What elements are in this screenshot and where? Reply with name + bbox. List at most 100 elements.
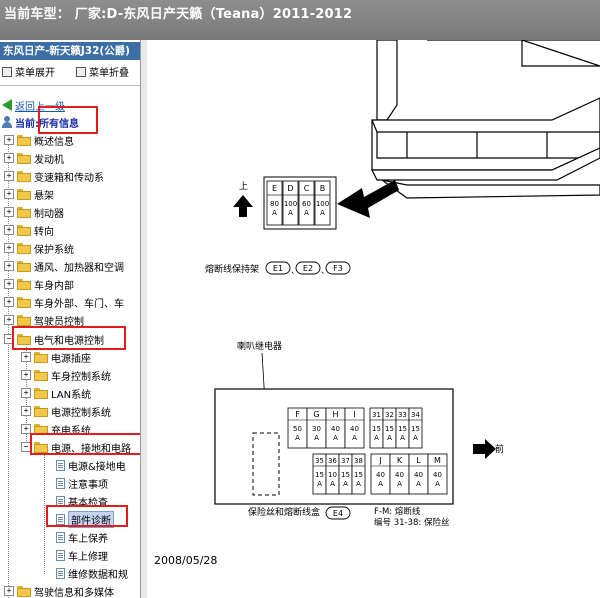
document-icon: [56, 567, 65, 579]
expand-plus-icon[interactable]: +: [21, 352, 31, 362]
expand-plus-icon[interactable]: +: [4, 189, 14, 199]
fuse-id: 34: [411, 411, 420, 419]
folder-icon: [17, 314, 31, 326]
tree-leaf-power-ground[interactable]: 电源&接地电: [56, 457, 126, 473]
window-title-bar: 当前车型： 厂家:D-东风日产天籁（Teana）2011-2012: [0, 0, 600, 40]
sidebar-scrollbar[interactable]: [140, 40, 147, 598]
tree-item-hvac[interactable]: +通风、加热器和空调: [4, 258, 124, 274]
fuse-rating: 40: [414, 471, 423, 479]
fuse-id: I: [353, 410, 355, 419]
expand-plus-icon[interactable]: +: [21, 424, 31, 434]
menu-expand-button[interactable]: 菜单展开: [2, 64, 55, 79]
fuse-rating: 15: [411, 425, 420, 433]
divider: [0, 85, 140, 86]
tree-leaf-on-vehicle-repair[interactable]: 车上修理: [56, 547, 108, 563]
tree-item-steering[interactable]: +转向: [4, 222, 54, 238]
tree-item-power-outlet[interactable]: +电源插座: [21, 349, 91, 365]
tree-item-driver-controls[interactable]: +驾驶员控制: [4, 312, 84, 328]
expand-plus-icon[interactable]: +: [4, 207, 14, 217]
folder-icon: [34, 405, 48, 417]
expand-plus-icon[interactable]: +: [4, 297, 14, 307]
tree-leaf-precautions[interactable]: 注意事项: [56, 475, 108, 491]
expand-plus-icon[interactable]: +: [21, 370, 31, 380]
folder-icon: [34, 351, 48, 363]
expand-plus-icon[interactable]: +: [4, 586, 14, 596]
fuse-rating: 100: [316, 200, 329, 208]
folder-icon: [17, 188, 31, 200]
fuse-rating: 100: [284, 200, 297, 208]
tree-item-protection[interactable]: +保护系统: [4, 240, 74, 256]
current-location: 当前:所有信息: [2, 114, 79, 130]
expand-plus-icon[interactable]: +: [4, 225, 14, 235]
fuse-unit: A: [435, 480, 440, 488]
tree-item-body-control[interactable]: +车身控制系统: [21, 367, 111, 383]
tree-leaf-service-data[interactable]: 维修数据和规: [56, 565, 128, 581]
pointer-arrow-icon: [337, 180, 399, 218]
expand-plus-icon[interactable]: +: [4, 135, 14, 145]
holder-label: 熔断线保持架: [205, 263, 259, 275]
tree-item-suspension[interactable]: +悬架: [4, 186, 54, 202]
fuse-id: E: [272, 184, 277, 193]
tree-item-charging[interactable]: +充电系统: [21, 421, 91, 437]
expand-plus-icon[interactable]: +: [21, 406, 31, 416]
expand-plus-icon[interactable]: +: [4, 171, 14, 181]
tree-item-transmission[interactable]: +变速箱和传动系: [4, 168, 104, 184]
fuse-unit: A: [333, 434, 338, 442]
fuse-rating: 10: [328, 471, 337, 479]
fuse-slot: [282, 180, 299, 226]
back-arrow-icon: [2, 99, 12, 111]
fuse-unit: A: [378, 480, 383, 488]
fuse-unit: A: [343, 480, 348, 488]
fuse-unit: A: [314, 434, 319, 442]
up-label: 上: [239, 181, 248, 192]
document-date: 2008/05/28: [154, 554, 218, 567]
fuse-unit: A: [317, 480, 322, 488]
fuse-rating: 40: [350, 425, 359, 433]
highlight-power-ground-circuit: [30, 433, 140, 455]
tree-item-electrical[interactable]: −电气和电源控制: [4, 331, 104, 347]
fuse-rating: 15: [398, 425, 407, 433]
highlight-current: [38, 106, 98, 134]
expand-plus-icon[interactable]: +: [21, 388, 31, 398]
sidebar-header: 东风日产-新天籁J32(公爵): [0, 42, 140, 60]
tree-leaf-component-diagnosis[interactable]: 部件诊断: [56, 510, 114, 528]
tree-item-brakes[interactable]: +制动器: [4, 204, 64, 220]
tree-item-lan[interactable]: +LAN系统: [21, 385, 91, 401]
expand-plus-icon[interactable]: +: [4, 243, 14, 253]
tree-leaf-on-vehicle-maintenance[interactable]: 车上保养: [56, 529, 108, 545]
folder-icon: [17, 134, 31, 146]
document-icon: [56, 477, 65, 489]
svg-text:、: 、: [321, 266, 329, 275]
expand-plus-icon[interactable]: +: [4, 261, 14, 271]
expand-plus-icon[interactable]: +: [4, 279, 14, 289]
fuse-id: G: [313, 410, 319, 419]
fuse-unit: A: [295, 434, 300, 442]
expand-plus-icon[interactable]: +: [4, 153, 14, 163]
tree-item-overview[interactable]: +概述信息: [4, 132, 74, 148]
fuse-rating: 15: [315, 471, 324, 479]
fuse-rating: 15: [354, 471, 363, 479]
fuse-rating: 15: [341, 471, 350, 479]
expand-plus-icon[interactable]: +: [4, 315, 14, 325]
fuse-unit: A: [356, 480, 361, 488]
holder-tag: E1: [265, 261, 291, 275]
tree-item-engine[interactable]: +发动机: [4, 150, 64, 166]
note-line-1: F-M: 熔断线: [374, 506, 421, 517]
fuse-id: B: [320, 184, 326, 193]
fuse-rating: 40: [331, 425, 340, 433]
menu-collapse-button[interactable]: 菜单折叠: [76, 64, 129, 79]
fuse-id: 38: [354, 457, 363, 465]
tree-item-driver-info-multimedia[interactable]: +驾驶信息和多媒体: [4, 583, 114, 598]
folder-open-icon: [34, 441, 48, 453]
tree-item-power-control[interactable]: +电源控制系统: [21, 403, 111, 419]
tree-item-interior[interactable]: +车身内部: [4, 276, 74, 292]
fuse-slot: [351, 453, 366, 495]
tree-item-exterior[interactable]: +车身外部、车门、车: [4, 294, 124, 310]
svg-text:、: 、: [291, 266, 299, 275]
front-label: 前: [495, 443, 504, 455]
folder-icon: [17, 152, 31, 164]
fuse-unit: A: [397, 480, 402, 488]
